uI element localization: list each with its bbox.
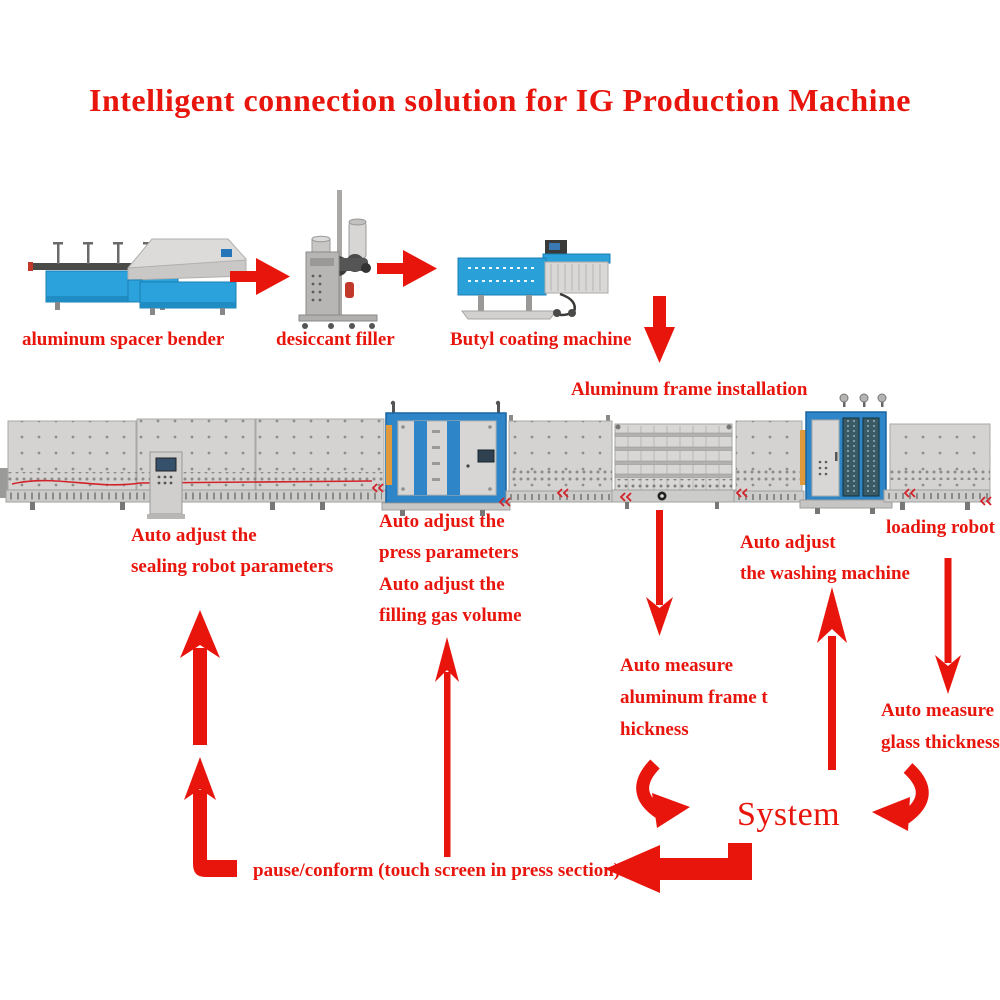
loading-section-image [883, 423, 991, 510]
pause-conform-label: pause/conform (touch screen in press sec… [253, 860, 621, 881]
frame-installation-rack-image [611, 423, 737, 509]
butyl-label: Butyl coating machine [450, 329, 632, 350]
page-title: Intelligent connection solution for IG P… [89, 82, 911, 118]
press-annotation-line3: Auto adjust the [379, 574, 505, 595]
sealing-annotation-line1: Auto adjust the [131, 525, 257, 546]
sealing-annotation-line2: sealing robot parameters [131, 556, 334, 577]
arrow-curved-right-to-system-icon [872, 763, 929, 831]
desiccant-filler-image [298, 190, 378, 329]
arrow-sealing-up-icon [180, 610, 220, 745]
arrow-glass-measure-down-icon [935, 558, 961, 694]
frame-install-label: Aluminum frame installation [571, 379, 808, 400]
flow-arrows [180, 250, 961, 893]
press-annotation-line1: Auto adjust the [379, 511, 505, 532]
arrow-curved-left-to-system-icon [636, 759, 690, 828]
glass-thickness-line2: glass thickness [881, 732, 1000, 753]
arrow-bender-to-filler-icon [230, 258, 290, 295]
production-line-image [0, 393, 992, 519]
press-section-image [381, 400, 511, 516]
arrow-frame-measure-down-icon [646, 510, 673, 636]
press-annotation-line2: press parameters [379, 542, 519, 563]
system-label: System [737, 796, 841, 833]
transfer-section-image [733, 420, 805, 503]
gas-filling-section-image [505, 415, 615, 503]
washing-annotation-line1: Auto adjust [740, 532, 836, 553]
frame-thickness-line1: Auto measure [620, 655, 734, 676]
loading-robot-label: loading robot [886, 517, 995, 538]
arrow-filler-to-butyl-icon [377, 250, 437, 287]
aluminum-spacer-bender-image [28, 238, 247, 315]
arrow-pause-to-sealing-icon [184, 757, 237, 877]
butyl-coating-machine-image [457, 240, 611, 320]
frame-thickness-line2: aluminum frame t [620, 687, 768, 708]
arrow-butyl-down-icon [644, 296, 675, 363]
washing-annotation-line2: the washing machine [740, 563, 910, 584]
washing-machine-image [799, 393, 893, 514]
arrow-system-to-pause-icon [605, 843, 752, 893]
bender-label: aluminum spacer bender [22, 329, 225, 350]
warning-chevrons [371, 483, 992, 507]
arrow-pause-to-press-icon [435, 637, 459, 857]
arrow-washing-up-icon [817, 587, 847, 770]
sealing-section-image [0, 418, 387, 519]
press-annotation-line4: filling gas volume [379, 605, 522, 626]
glass-thickness-line1: Auto measure [881, 700, 995, 721]
filler-label: desiccant filler [276, 329, 395, 350]
frame-thickness-line3: hickness [620, 719, 689, 740]
